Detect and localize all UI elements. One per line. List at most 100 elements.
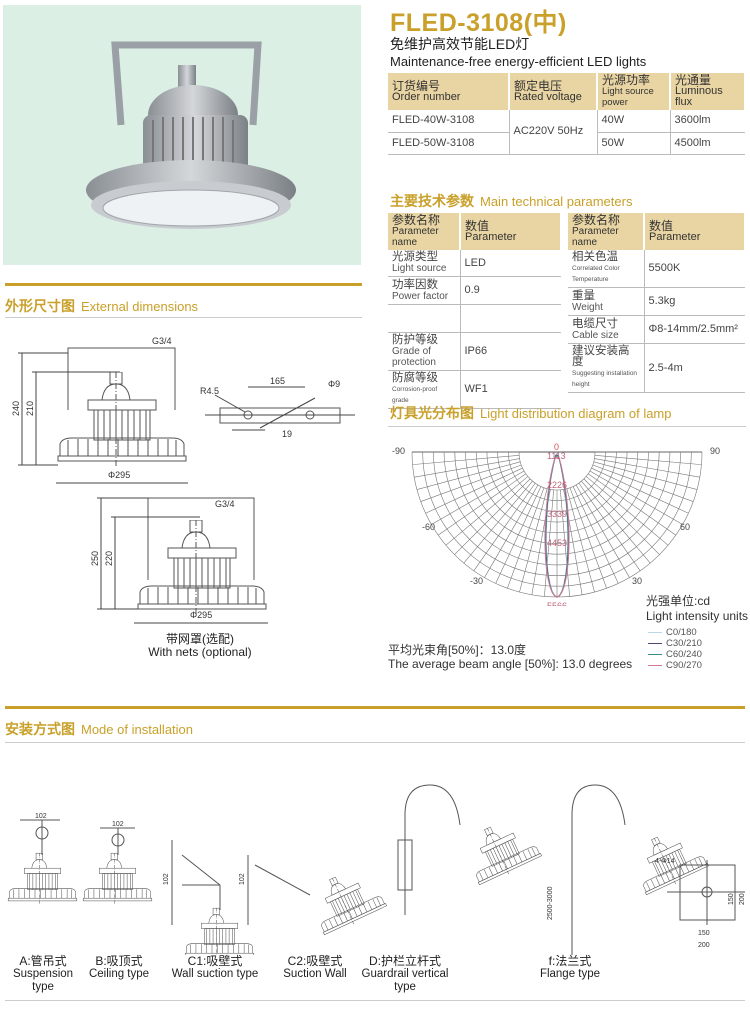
polar-spoke xyxy=(507,487,545,589)
table-row xyxy=(388,304,561,333)
flux: 3600lm xyxy=(670,110,745,133)
legend-swatch xyxy=(648,643,662,644)
polar-spoke xyxy=(454,478,531,555)
svg-text:150: 150 xyxy=(728,893,735,905)
svg-text:G3/4: G3/4 xyxy=(215,499,235,509)
polar-spoke xyxy=(594,458,700,478)
table-row: FLED-40W-3108 AC220V 50Hz 40W 3600lm xyxy=(388,110,745,155)
angle-label: 90 xyxy=(710,446,720,456)
param-value xyxy=(460,304,561,333)
svg-text:Φ295: Φ295 xyxy=(108,470,130,480)
polar-spoke xyxy=(414,458,520,478)
divider xyxy=(5,1000,745,1001)
polar-spoke xyxy=(495,486,542,584)
polar-spoke xyxy=(416,461,521,490)
dimension-drawings: G3/4 240 210 Φ295 R4.5 165 Φ9 19 G3/4 25… xyxy=(11,336,355,624)
param-name xyxy=(388,304,461,333)
polar-spoke xyxy=(484,484,539,578)
legend-swatch xyxy=(648,654,662,655)
intensity-label: 2226 xyxy=(547,480,567,490)
polar-spoke xyxy=(578,482,641,571)
svg-text:210: 210 xyxy=(25,401,35,416)
angle-label: -60 xyxy=(422,522,435,532)
intensity-curve xyxy=(544,457,570,598)
param-value: LED xyxy=(460,250,561,277)
svg-text:200: 200 xyxy=(698,942,710,949)
table-row: FLED-50W-3108 50W 4500lm xyxy=(388,132,745,155)
angle-label: -90 xyxy=(392,446,405,456)
param-value: 2.5-4m xyxy=(644,343,745,393)
bracket-drawing: R4.5 165 Φ9 19 xyxy=(200,376,355,439)
polar-spoke xyxy=(463,480,533,564)
param-value: IP66 xyxy=(460,332,561,371)
polar-spoke xyxy=(420,464,522,502)
polar-spoke xyxy=(581,480,651,564)
polar-spoke xyxy=(569,487,607,589)
divider xyxy=(388,426,746,427)
order-number: FLED-50W-3108 xyxy=(388,132,510,155)
polar-spoke xyxy=(412,455,520,465)
order-number: FLED-40W-3108 xyxy=(388,110,510,133)
divider xyxy=(5,317,362,318)
angle-label: 60 xyxy=(680,522,690,532)
intensity-label: 3339 xyxy=(547,509,567,519)
installation-drawings: 102 102 102 102 2500-3000 4-Φ14 150 200 … xyxy=(7,784,746,955)
svg-text:240: 240 xyxy=(11,401,21,416)
power: 50W xyxy=(597,132,671,155)
param-value: Φ8-14mm/2.5mm² xyxy=(644,315,745,344)
svg-text:R4.5: R4.5 xyxy=(200,386,219,396)
param-value: WF1 xyxy=(460,370,561,409)
legend-item: C0/180 xyxy=(648,627,702,638)
param-value: 5.3kg xyxy=(644,287,745,316)
svg-text:Φ295: Φ295 xyxy=(190,610,212,620)
svg-text:150: 150 xyxy=(698,930,710,937)
polar-spoke xyxy=(566,488,595,593)
gold-divider xyxy=(5,283,362,286)
polar-spoke xyxy=(591,467,689,514)
nets-caption: 带网罩(选配)With nets (optional) xyxy=(148,632,252,659)
polar-spoke xyxy=(445,476,529,546)
lamp-photo-illustration xyxy=(86,41,296,229)
polar-spoke xyxy=(560,489,570,597)
angle-label: 30 xyxy=(632,576,642,586)
polar-spoke xyxy=(594,455,702,465)
product-subtitle-en: Maintenance-free energy-efficient LED li… xyxy=(390,54,647,69)
svg-text:102: 102 xyxy=(239,873,246,885)
polar-spoke xyxy=(592,464,694,502)
svg-text:165: 165 xyxy=(270,376,285,386)
polar-spoke xyxy=(587,473,676,536)
polar-spoke xyxy=(583,478,660,555)
product-title: FLED-3108(中) xyxy=(390,9,567,37)
svg-text:Φ9: Φ9 xyxy=(328,379,340,389)
angle-label: -30 xyxy=(470,576,483,586)
